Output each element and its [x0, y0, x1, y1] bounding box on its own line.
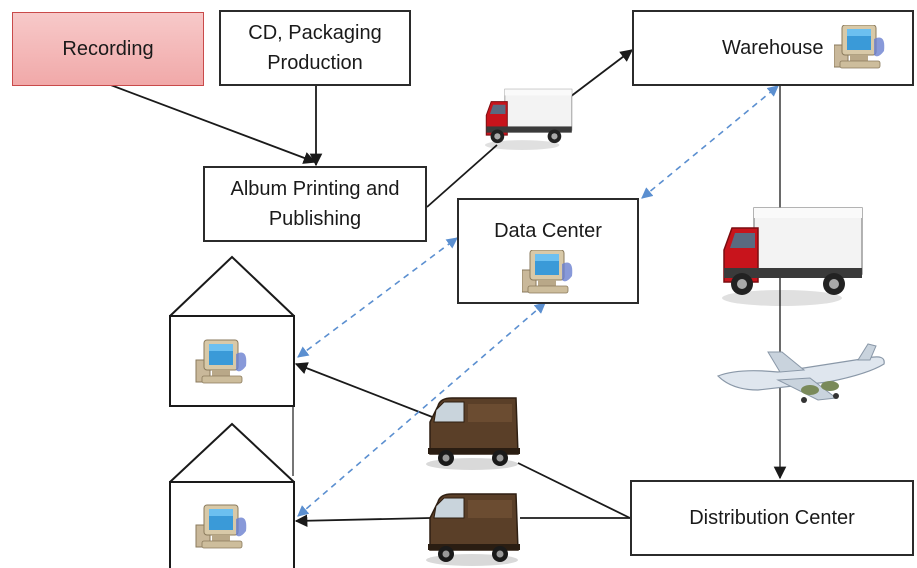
warehouse-label: Warehouse: [722, 37, 824, 59]
computer-icon: [833, 25, 885, 69]
store-house-bottom: [169, 422, 295, 568]
album-label-line2: Publishing: [268, 208, 362, 230]
cd-packaging-label-line1: CD, Packaging: [248, 22, 382, 44]
data-center-node: Data Center: [457, 198, 639, 304]
data-link-warehouse: [641, 85, 779, 199]
edge-distribution-to-van-1: [517, 462, 631, 519]
house-icon: [169, 255, 295, 317]
album-label-line1: Album Printing and: [230, 178, 400, 200]
distribution-center-label: Distribution Center: [689, 507, 855, 529]
delivery-truck-icon: [484, 88, 573, 151]
delivery-truck-icon: [721, 207, 863, 307]
edge-recording-to-album: [107, 83, 317, 164]
distribution-center-node: Distribution Center: [630, 480, 914, 556]
recording-label: Recording: [62, 38, 154, 60]
house-icon: [169, 422, 295, 483]
edge-van-to-store-2: [294, 514, 431, 528]
ups-van-icon: [425, 397, 521, 471]
recording-node: Recording: [12, 12, 204, 86]
warehouse-node: Warehouse: [632, 10, 914, 86]
ups-van-icon: [425, 493, 521, 567]
data-center-label: Data Center: [494, 220, 602, 242]
edge-album-to-truck: [426, 144, 498, 208]
store-house-top: [169, 255, 295, 407]
cd-packaging-node: CD, Packaging Production: [219, 10, 411, 86]
edge-truck-to-warehouse: [565, 49, 634, 101]
data-link-store-1: [297, 237, 458, 358]
cd-packaging-label-line2: Production: [267, 52, 363, 74]
album-printing-node: Album Printing and Publishing: [203, 166, 427, 242]
airplane-icon: [716, 343, 885, 403]
computer-icon: [522, 250, 573, 294]
